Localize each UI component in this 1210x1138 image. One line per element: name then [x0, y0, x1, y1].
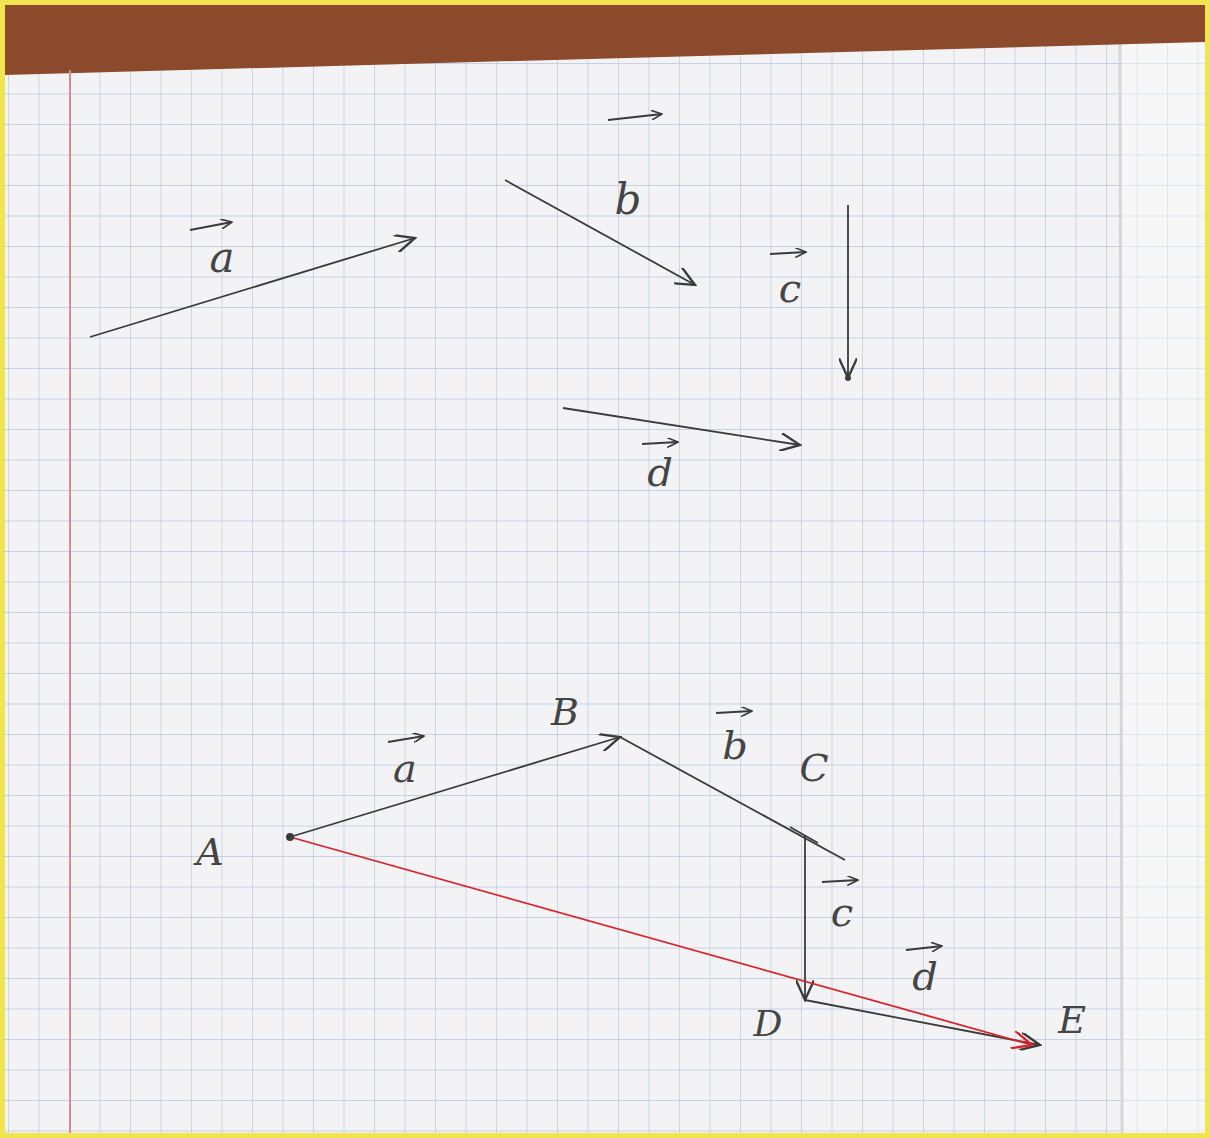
- table-edge: [5, 5, 1205, 75]
- vector-label: b: [722, 725, 748, 765]
- grid: [5, 5, 1120, 1133]
- margin-line: [69, 70, 71, 1133]
- point-label: A: [196, 833, 223, 871]
- resultant-vector: [290, 837, 1032, 1045]
- vector-label: a: [393, 748, 417, 788]
- grid: [1120, 5, 1205, 1133]
- point-label: E: [1058, 1001, 1086, 1039]
- vector-sign: [190, 222, 232, 230]
- vector-c: [804, 835, 806, 1000]
- vector-sign: [388, 736, 424, 742]
- vector-sign: [906, 946, 942, 950]
- paper: [5, 5, 1205, 1133]
- vector-label: a: [209, 237, 234, 279]
- vector-label: c: [831, 892, 853, 932]
- vector-sign: [608, 114, 662, 120]
- vector-a: [90, 238, 415, 337]
- vector-d: [563, 408, 800, 445]
- vector-sign: [716, 711, 752, 713]
- vector-label: c: [779, 268, 801, 308]
- vector-b: [505, 180, 695, 285]
- vector-label: d: [647, 452, 673, 492]
- point-label: D: [754, 1006, 783, 1042]
- point-label: C: [799, 749, 828, 787]
- tick-mark: [790, 827, 818, 843]
- page-fold: [1120, 40, 1122, 1133]
- vector-label: d: [912, 956, 938, 996]
- point: [286, 833, 294, 841]
- vector-sign: [642, 442, 678, 444]
- point: [845, 375, 851, 381]
- vector-c: [847, 205, 849, 378]
- vector-sign: [770, 252, 806, 254]
- vector-sign: [822, 880, 858, 882]
- point-label: B: [551, 693, 579, 731]
- vector-a: [290, 737, 620, 837]
- vector-label: b: [615, 179, 642, 221]
- next-page: [1120, 5, 1205, 1133]
